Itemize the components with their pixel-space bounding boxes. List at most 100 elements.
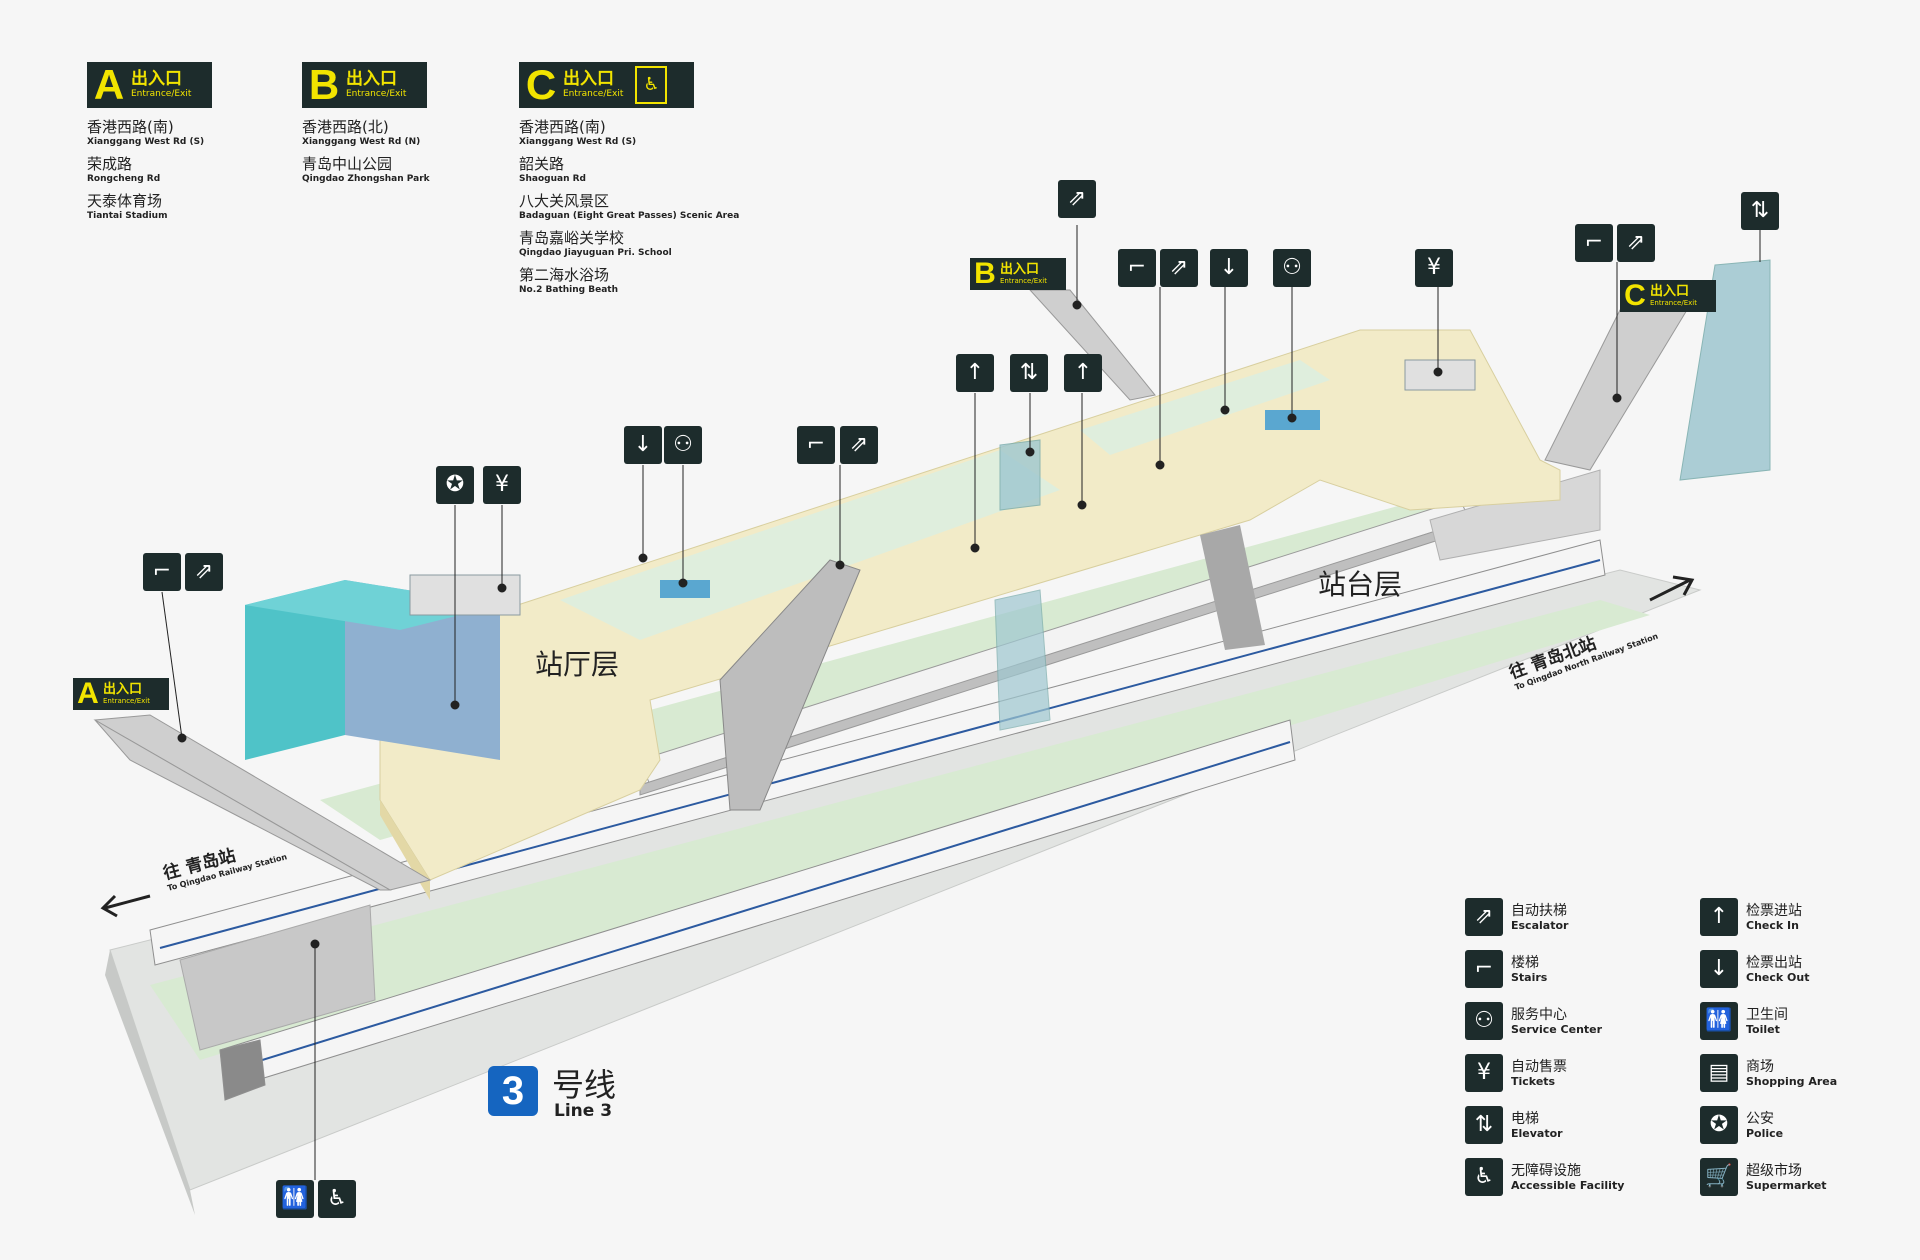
legend-cn: 楼梯 <box>1511 954 1539 971</box>
legend-en: Escalator <box>1511 918 1569 932</box>
concourse-floor-label: 站厅层 <box>535 648 620 681</box>
exit-b-letter: B <box>308 61 340 108</box>
platform-floor-label: 站台层 <box>1318 568 1403 601</box>
service-center-icon: ⚇ <box>1273 249 1311 287</box>
legend-cn: 检票进站 <box>1746 902 1802 919</box>
stairs-icon: ⌐ <box>1118 249 1156 287</box>
legend-cn: 自动售票 <box>1511 1058 1567 1075</box>
legend-cn: 自动扶梯 <box>1511 902 1567 919</box>
destination-en: Badaguan (Eight Great Passes) Scenic Are… <box>519 211 740 221</box>
map-exit-cn: 出入口 <box>1000 261 1040 277</box>
destination-cn: 香港西路(南) <box>519 118 606 136</box>
destination-cn: 第二海水浴场 <box>519 266 610 284</box>
check-out-icon: ↓ <box>1700 950 1738 988</box>
police-icon: ✪ <box>436 466 474 504</box>
legend-cn: 卫生间 <box>1746 1006 1788 1023</box>
check-in-icon: ↑ <box>1700 898 1738 936</box>
map-exit-letter: A <box>77 677 99 710</box>
destination-en: Qingdao Jiayuguan Pri. School <box>519 248 672 258</box>
stairs-icon: ⌐ <box>143 553 181 591</box>
line-name-en: Line 3 <box>554 1101 613 1121</box>
map-exit-en: Entrance/Exit <box>1650 298 1697 307</box>
legend-cn: 电梯 <box>1511 1110 1539 1127</box>
police-icon: ✪ <box>1700 1106 1738 1144</box>
destination-en: Xianggang West Rd (S) <box>519 137 637 147</box>
escalator-icon: ⇗ <box>840 426 878 464</box>
exit-c-letter: C <box>525 61 557 108</box>
destination-cn: 青岛嘉峪关学校 <box>519 229 625 247</box>
legend-cn: 检票出站 <box>1746 954 1802 971</box>
legend-en: Check Out <box>1746 970 1810 984</box>
legend-cn: 公安 <box>1746 1110 1774 1127</box>
map-exit-cn: 出入口 <box>1650 283 1690 299</box>
destination-en: Xianggang West Rd (S) <box>87 137 205 147</box>
elevator-icon: ⇅ <box>1010 354 1048 392</box>
platform-pillar <box>1200 525 1265 650</box>
destination-en: Xianggang West Rd (N) <box>302 137 421 147</box>
destination-cn: 韶关路 <box>519 155 565 173</box>
stairs-icon: ⌐ <box>797 426 835 464</box>
map-exit-letter: B <box>974 257 996 290</box>
accessible-icon: ♿ <box>1465 1158 1503 1196</box>
accessible-icon: ♿ <box>318 1180 356 1218</box>
escalator-icon: ⇗ <box>1160 249 1198 287</box>
exit-c-en: Entrance/Exit <box>563 89 624 99</box>
exit-a-en: Entrance/Exit <box>131 89 192 99</box>
service-center-icon: ⚇ <box>664 426 702 464</box>
line-name-cn: 号线 <box>552 1066 617 1104</box>
leader-lines <box>161 225 1761 1180</box>
legend-cn: 无障碍设施 <box>1511 1162 1581 1179</box>
escalator-icon: ⇗ <box>1058 180 1096 218</box>
right-direction-arrow <box>1649 575 1695 602</box>
legend-en: Check In <box>1746 918 1799 932</box>
legend-en: Shopping Area <box>1746 1074 1838 1088</box>
escalator-icon: ⇗ <box>185 553 223 591</box>
destination-en: Rongcheng Rd <box>87 174 161 184</box>
legend-en: Elevator <box>1511 1126 1563 1140</box>
cyan-box <box>245 580 500 760</box>
check-in-icon: ↑ <box>1064 354 1102 392</box>
elevator-icon: ⇅ <box>1465 1106 1503 1144</box>
elevator-shaft-center <box>999 439 1041 511</box>
exit-a-cn: 出入口 <box>131 69 182 89</box>
legend-en: Police <box>1746 1126 1784 1140</box>
destination-en: Qingdao Zhongshan Park <box>302 174 430 184</box>
stairs-icon: ⌐ <box>1575 224 1613 262</box>
toilet-icon: 🚻 <box>276 1180 314 1218</box>
toilet-icon: 🚻 <box>1700 1002 1738 1040</box>
service-center-icon: ⚇ <box>1465 1002 1503 1040</box>
elevator-shaft-platform <box>994 589 1051 731</box>
map-exit-letter: C <box>1624 279 1646 312</box>
legend-en: Accessible Facility <box>1511 1178 1625 1192</box>
elevator-icon: ♿ <box>635 66 668 104</box>
platform-floor <box>150 600 1650 1060</box>
legend-en: Toilet <box>1746 1022 1780 1036</box>
destination-cn: 香港西路(南) <box>87 118 174 136</box>
map-exit-cn: 出入口 <box>103 681 143 697</box>
escalator-icon: ⇗ <box>1465 898 1503 936</box>
map-exit-en: Entrance/Exit <box>1000 276 1047 285</box>
destination-en: No.2 Bathing Beath <box>519 285 618 295</box>
supermarket-icon: 🛒 <box>1700 1158 1738 1196</box>
tickets-icon: ¥ <box>1415 249 1453 287</box>
legend-en: Service Center <box>1511 1022 1603 1036</box>
legend-cn: 超级市场 <box>1746 1162 1802 1179</box>
